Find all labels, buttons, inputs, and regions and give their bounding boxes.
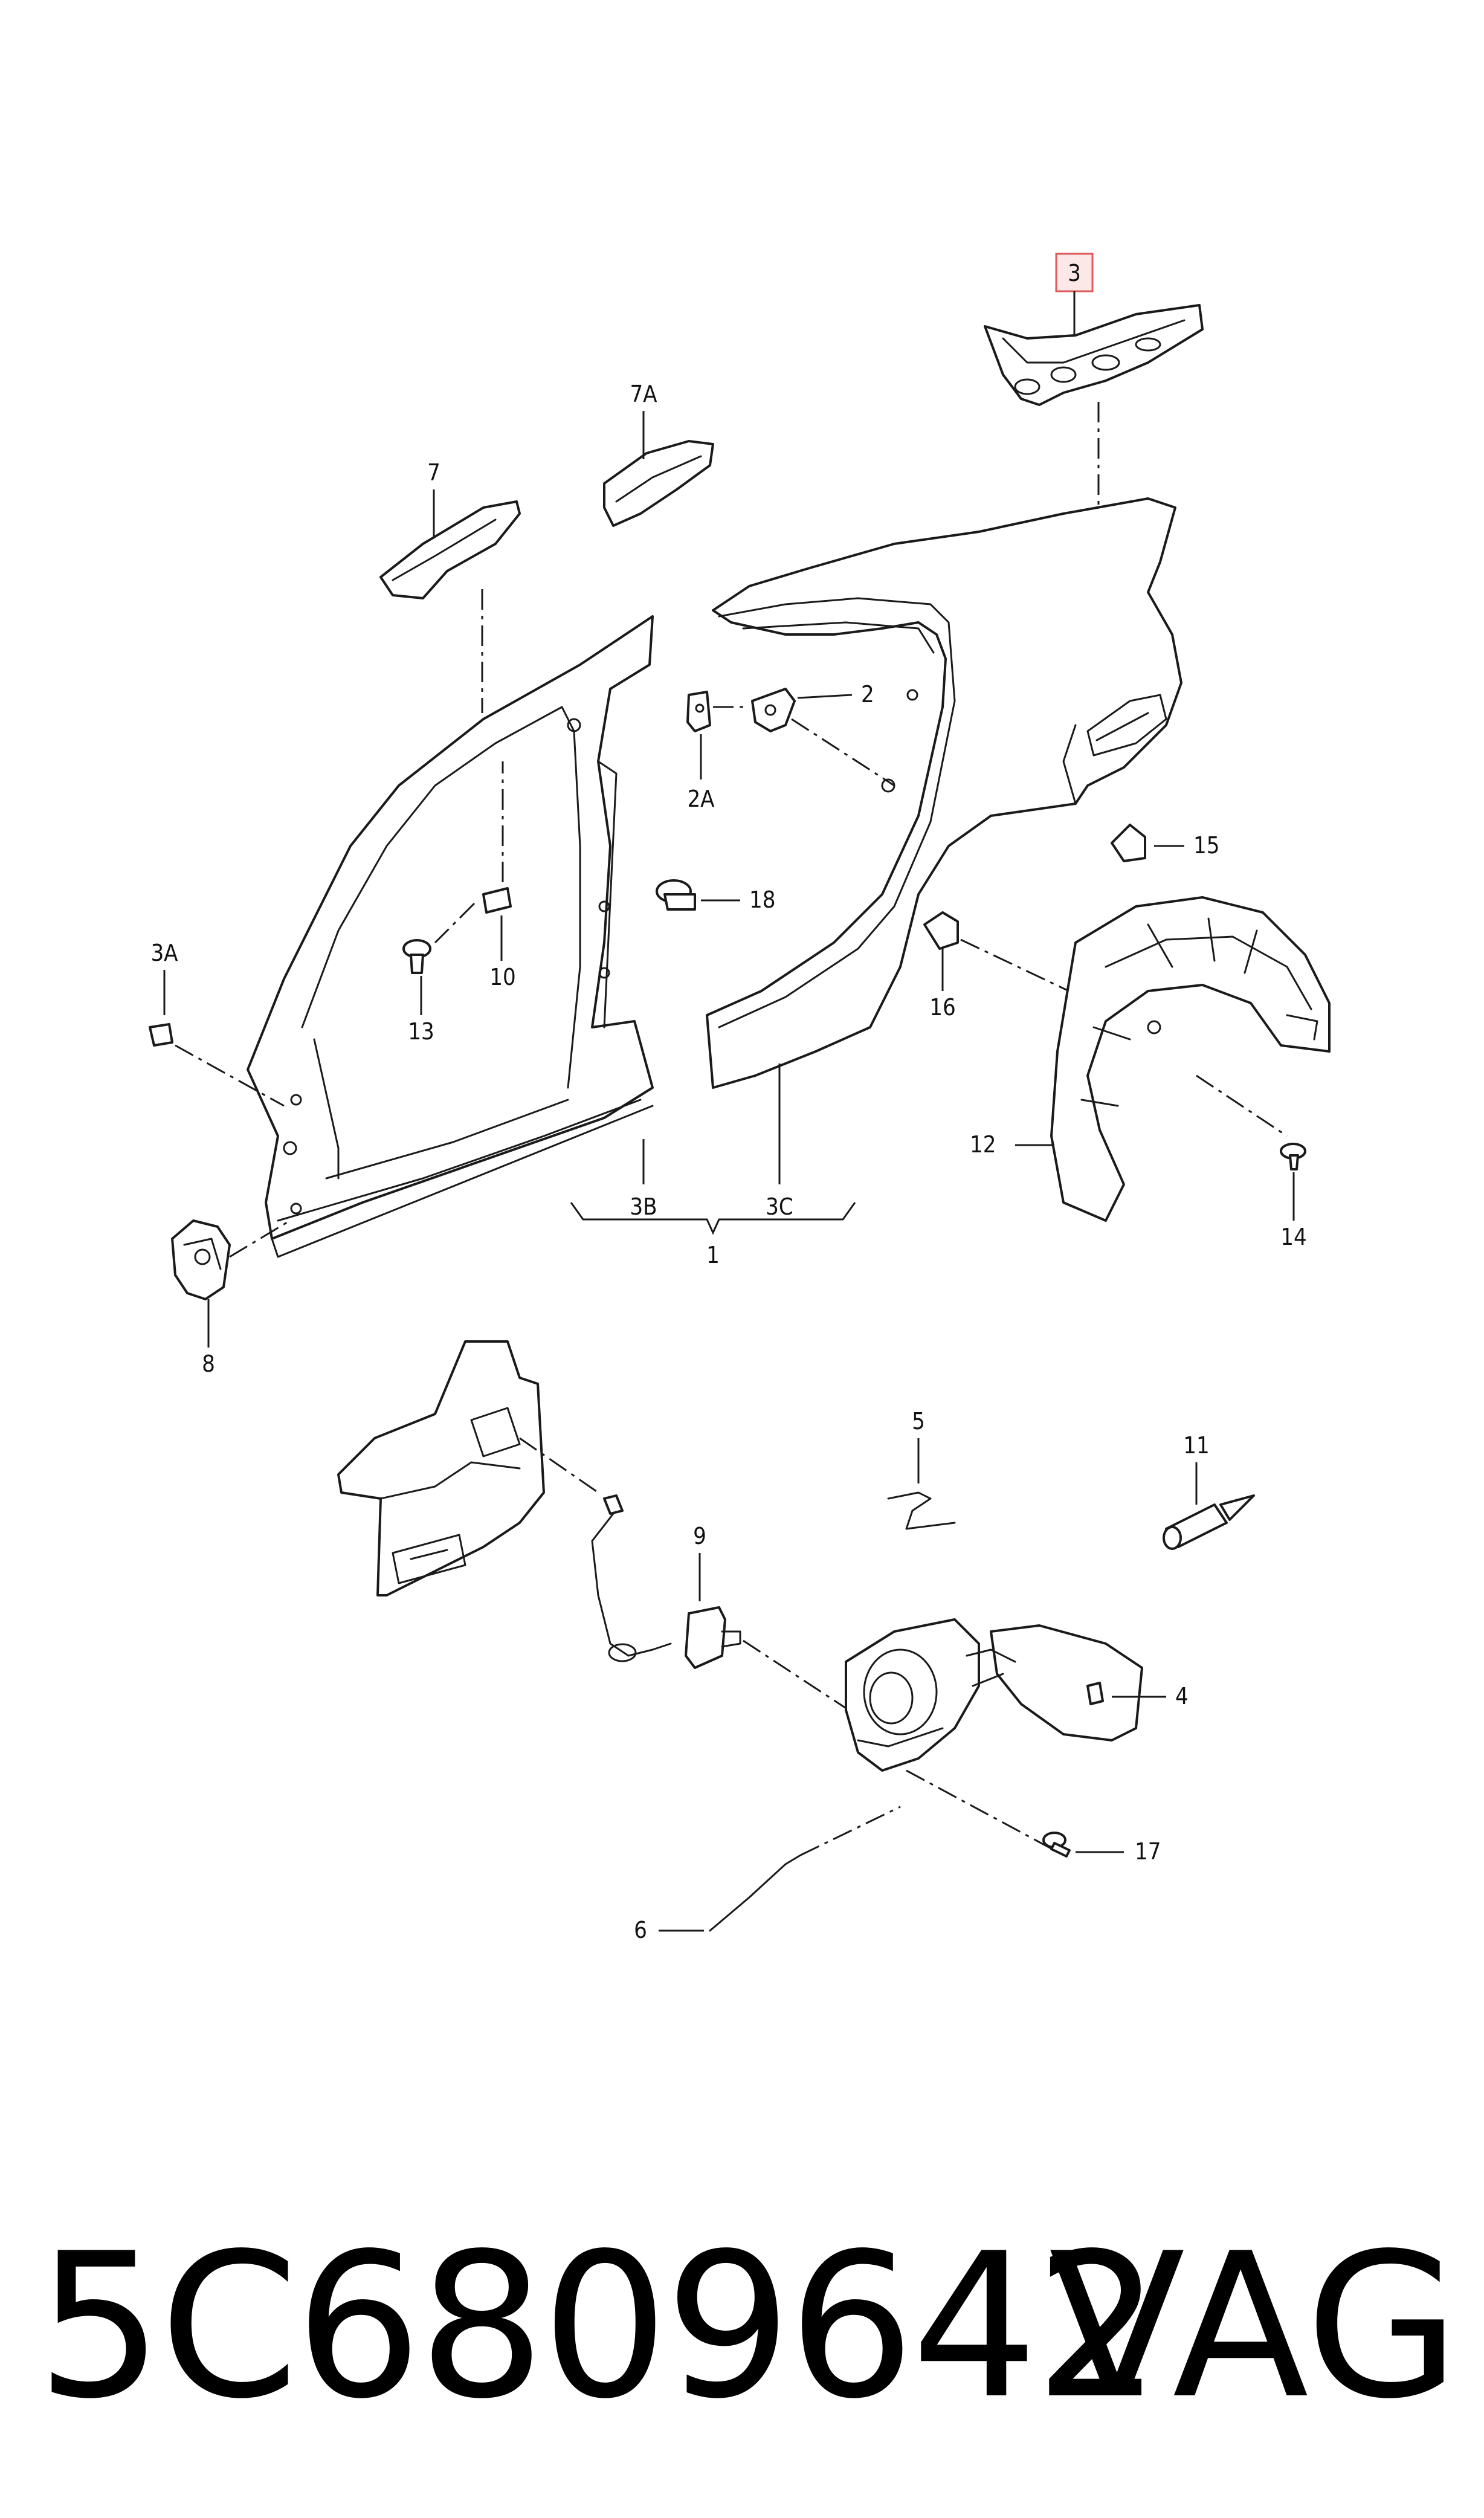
- body-section-fuel-filler-area: [337, 1340, 545, 1596]
- part-number: 5C6809642: [36, 2210, 1161, 2442]
- part-5-spring: [887, 1491, 956, 1530]
- callout-4: 4: [1175, 1683, 1189, 1709]
- part-14-screw: [1280, 1143, 1306, 1170]
- callout-15: 15: [1193, 832, 1220, 859]
- part-11-adhesive-tube: [1163, 1494, 1255, 1550]
- callout-2: 2: [861, 681, 874, 708]
- callout-13: 13: [408, 1018, 434, 1045]
- callout-8: 8: [202, 1351, 215, 1377]
- part-10-plug: [482, 887, 512, 914]
- brand-name: VAG: [1048, 2210, 1460, 2442]
- callout-16: 16: [929, 994, 956, 1021]
- part-18-plug: [656, 879, 696, 911]
- highlight-box-3: [1055, 253, 1094, 292]
- part-17-screw: [1042, 1832, 1071, 1858]
- callout-12: 12: [970, 1131, 996, 1158]
- callout-1: 1: [706, 1242, 720, 1268]
- callout-9: 9: [693, 1523, 706, 1549]
- part-13-clip: [402, 939, 431, 974]
- callout-7: 7: [427, 459, 440, 486]
- part-3-wheelhouse-panel: [984, 304, 1204, 406]
- callout-10: 10: [489, 964, 516, 990]
- part-3b-front-side-frame: [247, 615, 654, 1258]
- part-4-fuel-filler-housing: [845, 1618, 980, 1772]
- callout-5: 5: [912, 1408, 925, 1435]
- part-4-fuel-flap: [966, 1624, 1143, 1742]
- part-12-wheel-arch-liner: [1050, 896, 1331, 1222]
- callout-6: 6: [634, 1917, 647, 1943]
- callout-3: 3: [1068, 260, 1081, 286]
- part-6-seal-strip: [709, 1854, 802, 1932]
- callout-18: 18: [749, 886, 776, 913]
- callout-3C: 3C: [766, 1193, 793, 1220]
- callout-17: 17: [1135, 1838, 1161, 1865]
- part-16-clip: [923, 911, 959, 950]
- part-7-reinforcement: [379, 500, 521, 599]
- part-3a-clip: [149, 1023, 173, 1047]
- callout-3B: 3B: [630, 1193, 657, 1220]
- callout-2A: 2A: [687, 786, 715, 812]
- exploded-parts-diagram: 3 7 7A 3B: [149, 253, 1331, 1943]
- part-9-actuator: [685, 1606, 741, 1669]
- part-2a-bracket: [686, 691, 711, 732]
- part-2-bracket: [751, 688, 796, 732]
- callout-11: 11: [1183, 1432, 1210, 1459]
- part-number-footer: 5C6809642 VAG: [0, 2200, 1484, 2453]
- part-8-bracket: [171, 1219, 231, 1300]
- callout-7A: 7A: [630, 381, 657, 407]
- part-15-clip: [1111, 824, 1146, 862]
- callout-14: 14: [1280, 1224, 1307, 1250]
- part-7a-reinforcement: [603, 440, 714, 527]
- part-release-cable: [591, 1494, 672, 1662]
- callout-3A: 3A: [150, 940, 178, 966]
- part-3c-rear-quarter-panel: [706, 497, 1182, 1089]
- group-bracket-1: [570, 1202, 856, 1235]
